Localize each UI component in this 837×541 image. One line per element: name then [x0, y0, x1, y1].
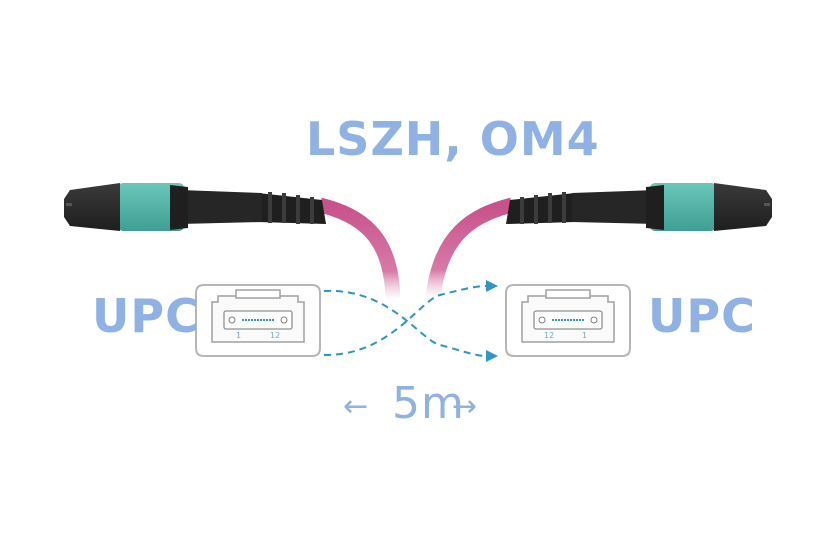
length-arrow-left-icon: ←: [343, 389, 369, 424]
right-connector-assembly: [425, 183, 772, 299]
left-connector-body: [118, 183, 184, 231]
right-cable: [425, 197, 514, 299]
left-connector-assembly: [64, 183, 401, 301]
left-strain-relief: [258, 192, 326, 224]
crossover-line-bottom: [323, 285, 487, 357]
right-ferrule-face: 12 1: [505, 284, 631, 357]
left-boot-sleeve: [180, 190, 262, 224]
right-boot-sleeve: [572, 190, 656, 224]
right-connector-body: [650, 183, 716, 231]
left-fiber-start-number: 1: [236, 331, 241, 340]
arrowhead-bottom-icon: [486, 350, 498, 362]
right-fiber-end-number: 1: [582, 331, 587, 340]
crossover-line-top: [323, 289, 487, 357]
crossover-polarity-lines: [323, 285, 487, 357]
right-connector-housing: [714, 183, 772, 231]
left-polish-label: UPC: [92, 289, 200, 343]
right-polish-label: UPC: [648, 289, 756, 343]
left-connector-housing: [64, 183, 120, 231]
length-arrow-right-icon: →: [452, 389, 478, 424]
left-fiber-end-number: 12: [270, 331, 280, 340]
left-ferrule-face: 1 12: [195, 284, 321, 357]
right-strain-relief: [506, 192, 575, 224]
left-cable: [318, 197, 401, 301]
right-connector-latch: [646, 185, 664, 230]
cable-length-label: 5m: [392, 378, 465, 429]
right-fiber-start-number: 12: [544, 331, 554, 340]
left-connector-latch: [170, 185, 188, 230]
cable-spec-label: LSZH, OM4: [306, 112, 600, 166]
arrowhead-top-icon: [486, 280, 498, 292]
